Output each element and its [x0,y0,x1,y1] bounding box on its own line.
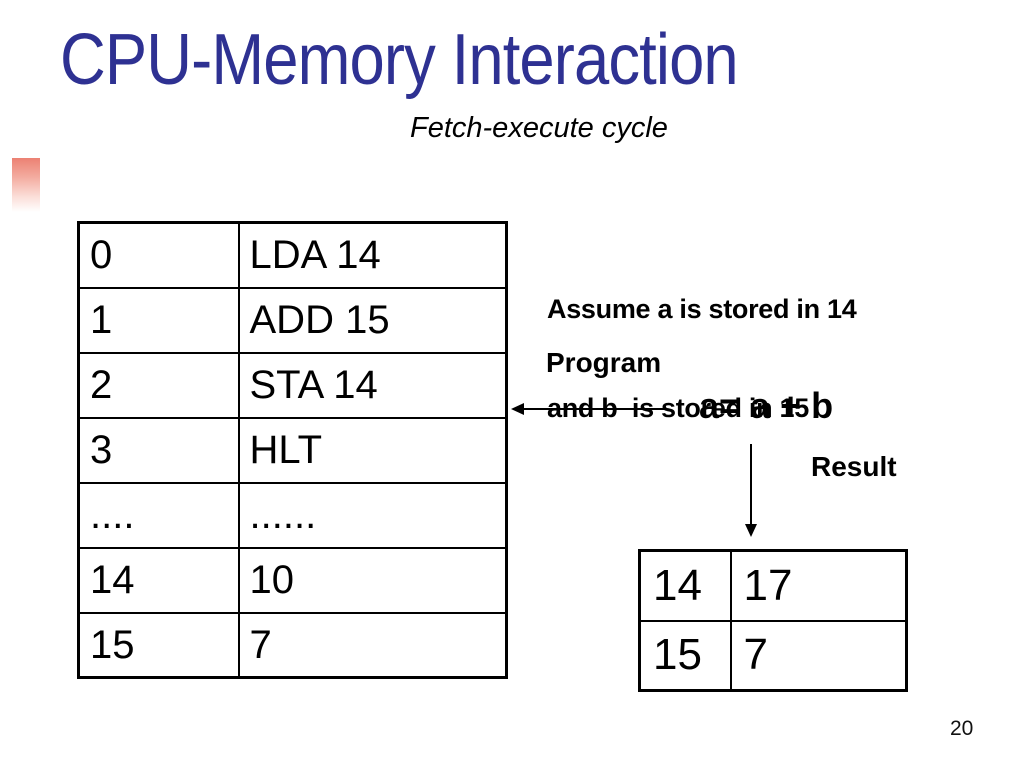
program-arrow-line [522,408,667,410]
memory-table-row: 0 LDA 14 [77,221,508,289]
memory-table-row: 2 STA 14 [77,351,508,419]
result-address-cell: 14 [638,549,732,622]
result-arrow-line [750,444,752,526]
result-value-cell: 7 [729,619,908,692]
memory-address-cell: 15 [77,611,240,679]
page-number: 20 [950,717,974,740]
memory-address-cell: 0 [77,221,240,289]
program-label: Program [546,347,662,378]
result-table-row: 15 7 [638,619,908,692]
memory-address-cell: 2 [77,351,240,419]
result-address-cell: 15 [638,619,732,692]
memory-address-cell: 1 [77,286,240,354]
slide-title: CPU-Memory Interaction [60,20,739,100]
memory-value-cell: 7 [237,611,508,679]
memory-value-cell: 10 [237,546,508,614]
slide-subtitle: Fetch-execute cycle [410,112,668,144]
memory-address-cell: 14 [77,546,240,614]
memory-table-row: .... ...... [77,481,508,549]
result-table-row: 14 17 [638,549,908,622]
memory-value-cell: STA 14 [237,351,508,419]
memory-table-row: 14 10 [77,546,508,614]
memory-table-row: 3 HLT [77,416,508,484]
assumption-line-1: Assume a is stored in 14 [547,294,857,324]
program-arrow-left-head-icon [511,403,524,415]
memory-table: 0 LDA 14 1 ADD 15 2 STA 14 3 HLT .... ..… [77,221,508,679]
memory-value-cell: ...... [237,481,508,549]
memory-address-cell: 3 [77,416,240,484]
memory-value-cell: LDA 14 [237,221,508,289]
accent-gradient-square [12,158,40,212]
result-label: Result [811,451,897,482]
assumption-text: Assume a is stored in 14 and b is stored… [547,227,857,491]
result-table: 14 17 15 7 [638,549,908,692]
memory-address-cell: .... [77,481,240,549]
result-value-cell: 17 [729,549,908,622]
equation-text: a= a + b [699,385,834,426]
memory-table-row: 1 ADD 15 [77,286,508,354]
memory-value-cell: HLT [237,416,508,484]
result-arrow-down-head-icon [745,524,757,537]
memory-value-cell: ADD 15 [237,286,508,354]
memory-table-row: 15 7 [77,611,508,679]
